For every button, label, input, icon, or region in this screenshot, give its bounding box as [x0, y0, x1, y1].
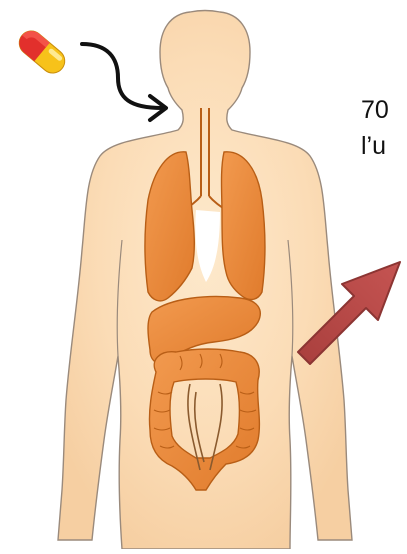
capsule-pill-icon	[14, 26, 69, 78]
caption-line-2: l’u	[361, 134, 386, 159]
caption-line-1: 70	[361, 98, 389, 123]
curved-arrow-icon	[82, 44, 166, 120]
